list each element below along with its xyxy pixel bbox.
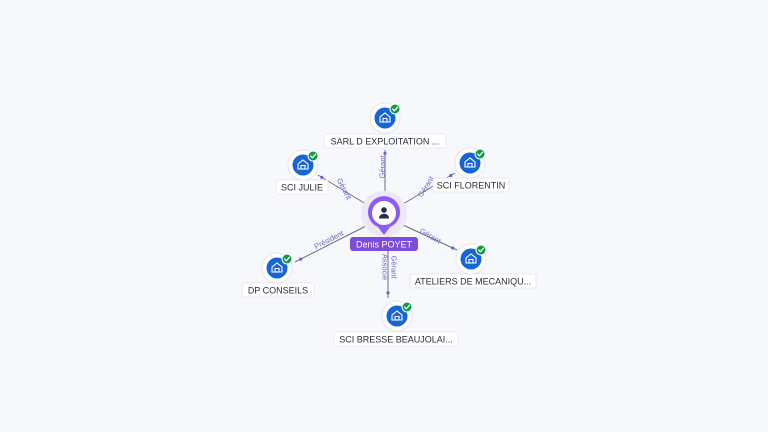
company-label: SCI FLORENTIN xyxy=(437,181,506,191)
edge-label: Gérant xyxy=(390,256,399,280)
company-label-badge xyxy=(323,133,447,149)
company-nodes-layer: SARL D EXPLOITATION ... SCI JULIE SCI FLOR… xyxy=(241,102,537,347)
building-icon xyxy=(464,157,476,168)
check-mark-icon xyxy=(477,151,484,157)
company-label-badge xyxy=(432,177,510,193)
company-label-badge xyxy=(275,179,329,195)
company-node-dp-conseils[interactable]: DP CONSEILS xyxy=(241,252,315,298)
verified-check-icon xyxy=(281,253,293,265)
company-label: SCI BRESSE BEAUJOLAI... xyxy=(339,335,453,345)
building-icon xyxy=(297,159,309,170)
verified-check-icon xyxy=(474,148,486,160)
check-mark-icon xyxy=(392,106,399,112)
company-node-sarl-d-exploitation[interactable]: SARL D EXPLOITATION ... xyxy=(323,102,447,149)
edge-label: Président xyxy=(313,228,346,251)
check-mark-icon xyxy=(310,153,317,159)
arrow-head xyxy=(383,151,387,155)
verified-check-icon xyxy=(475,244,487,256)
check-mark-icon xyxy=(478,247,485,253)
company-label: SARL D EXPLOITATION ... xyxy=(331,137,440,147)
center-label-badge xyxy=(350,237,418,251)
company-label-badge xyxy=(241,282,315,298)
edge-label: Gérant xyxy=(335,177,354,202)
arrow-head xyxy=(451,246,455,250)
center-person-node[interactable]: Denis POYET xyxy=(350,191,418,251)
person-icon xyxy=(378,207,390,219)
check-mark-icon xyxy=(404,304,411,310)
building-icon xyxy=(271,262,283,273)
verified-check-icon xyxy=(401,301,413,313)
company-label: SCI JULIE xyxy=(281,183,323,193)
arrow-head xyxy=(320,175,324,179)
verified-check-icon xyxy=(389,103,401,115)
company-label-badge xyxy=(409,273,537,289)
building-icon xyxy=(379,112,391,123)
company-label: ATELIERS DE MECANIQU... xyxy=(415,277,531,287)
building-icon xyxy=(465,253,477,264)
edge-label: Associé xyxy=(381,254,390,280)
verified-check-icon xyxy=(307,150,319,162)
edge-label: Gérant xyxy=(418,226,443,246)
edge-dp-conseils xyxy=(294,225,367,263)
company-label: DP CONSEILS xyxy=(248,286,308,296)
company-label-badge xyxy=(333,331,459,347)
arrow-head xyxy=(449,173,453,178)
edge-ateliers-de-mecanique xyxy=(402,224,458,251)
check-mark-icon xyxy=(284,256,291,262)
company-node-sci-florentin[interactable]: SCI FLORENTIN xyxy=(432,147,510,193)
building-icon xyxy=(391,310,403,321)
edge-label: Gérant xyxy=(378,154,388,178)
company-node-sci-bresse-beaujolais[interactable]: SCI BRESSE BEAUJOLAI... xyxy=(333,300,459,347)
person-badge xyxy=(372,201,396,225)
company-node-ateliers-de-mecanique[interactable]: ATELIERS DE MECANIQU... xyxy=(409,243,537,289)
center-name-label: Denis POYET xyxy=(356,239,413,249)
company-node-sci-julie[interactable]: SCI JULIE xyxy=(275,149,329,195)
arrow-head xyxy=(299,257,303,261)
arrow-head xyxy=(386,291,390,295)
